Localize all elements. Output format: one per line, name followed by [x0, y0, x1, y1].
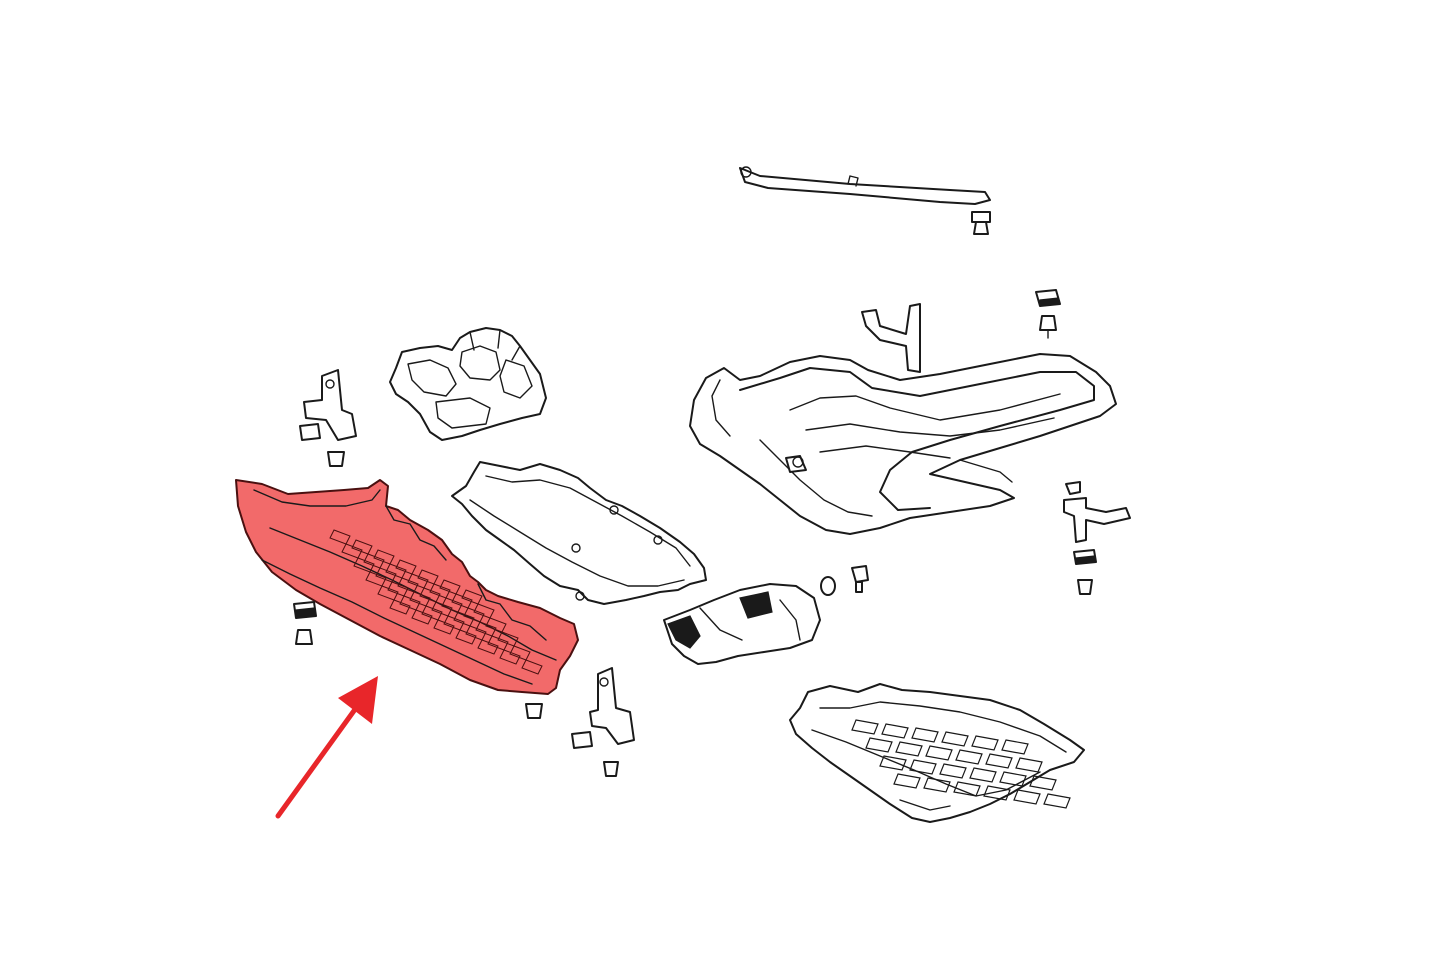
washer-and-clip [820, 565, 869, 596]
skid-rib [893, 773, 921, 789]
skid-rib [911, 727, 939, 743]
skid-rib [985, 753, 1013, 769]
shield-rib [389, 599, 411, 615]
skid-rib [1043, 793, 1071, 809]
left-support-bracket [299, 369, 357, 467]
highlight-arrow [275, 676, 378, 819]
skid-rib [1001, 739, 1029, 755]
skid-rib [895, 741, 923, 757]
engine-skid-plate [789, 683, 1085, 823]
shield-rib [411, 609, 433, 625]
skid-rib [969, 767, 997, 783]
left-wheel-arch-liner [389, 327, 547, 441]
right-support-bracket [525, 667, 635, 777]
main-underbody-tray [689, 353, 1117, 535]
shield-rib [455, 629, 477, 645]
skid-rib [923, 777, 951, 793]
skid-rib [999, 771, 1027, 787]
skid-rib [941, 731, 969, 747]
tray-strap-bracket [861, 303, 921, 373]
shield-rib [433, 619, 455, 635]
skid-rib [939, 763, 967, 779]
skid-rib [881, 723, 909, 739]
right-strap-bracket [1063, 481, 1131, 595]
wedge-nut-clip [1035, 289, 1061, 339]
skid-rib [1029, 775, 1057, 791]
center-skid-plate [451, 461, 707, 605]
skid-rib [909, 759, 937, 775]
skid-rib [865, 737, 893, 753]
skid-rib [955, 749, 983, 765]
skid-rib [879, 755, 907, 771]
mounting-bolt [971, 211, 991, 235]
front-clip [293, 601, 317, 645]
skid-rib [925, 745, 953, 761]
skid-rib [971, 735, 999, 751]
skid-rib [1013, 789, 1041, 805]
skid-rib [1015, 757, 1043, 773]
right-wheel-arch-liner [663, 583, 821, 665]
rear-crossbar-strut [739, 166, 991, 205]
front-underbody-shield [235, 479, 579, 695]
shield-rib [521, 659, 543, 675]
shield-rib [499, 649, 521, 665]
skid-rib [953, 781, 981, 797]
skid-rib [851, 719, 879, 735]
shield-rib [477, 639, 499, 655]
skid-rib [983, 785, 1011, 801]
